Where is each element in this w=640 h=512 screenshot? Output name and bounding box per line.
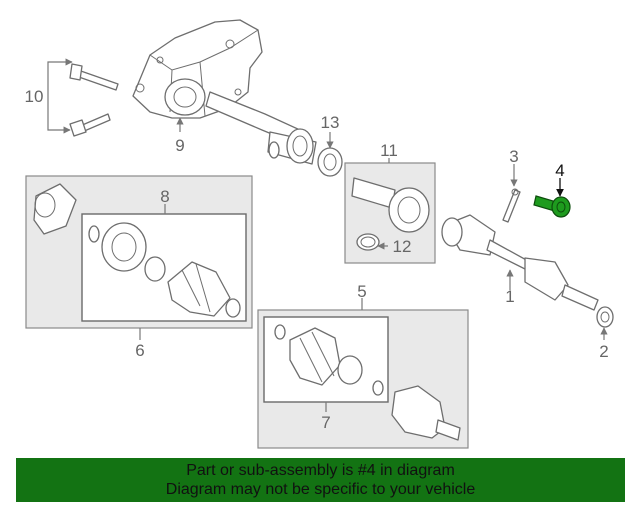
banner-line-1: Part or sub-assembly is #4 in diagram	[186, 462, 455, 479]
axle-shaft-assembly	[441, 214, 614, 328]
callout-9: 9	[175, 136, 184, 155]
clip-3	[502, 188, 521, 223]
callout-11: 11	[380, 141, 398, 160]
mounting-bolts	[69, 63, 119, 137]
callout-7: 7	[321, 413, 330, 432]
seal-13	[317, 147, 343, 177]
callout-2: 2	[599, 342, 608, 361]
box-11	[344, 162, 436, 264]
box-5	[257, 309, 469, 449]
callout-10: 10	[25, 87, 44, 106]
bolt-4-highlighted	[533, 195, 571, 218]
callout-13: 13	[321, 113, 340, 132]
leader-lines	[47, 58, 608, 412]
callout-3: 3	[509, 147, 518, 166]
callout-12: 12	[393, 237, 412, 256]
differential-housing	[132, 19, 317, 165]
callout-6: 6	[135, 341, 144, 360]
callout-8: 8	[160, 187, 169, 206]
callout-4: 4	[555, 161, 564, 180]
banner-line-2: Diagram may not be specific to your vehi…	[165, 481, 476, 498]
callout-1: 1	[505, 287, 514, 306]
part-info-banner: Part or sub-assembly is #4 in diagram Di…	[16, 458, 625, 502]
callout-5: 5	[357, 282, 366, 301]
box-6	[25, 175, 253, 329]
callout-labels: 1 2 3 4 5 6 7 8 9 10 11 12 13	[25, 87, 609, 432]
